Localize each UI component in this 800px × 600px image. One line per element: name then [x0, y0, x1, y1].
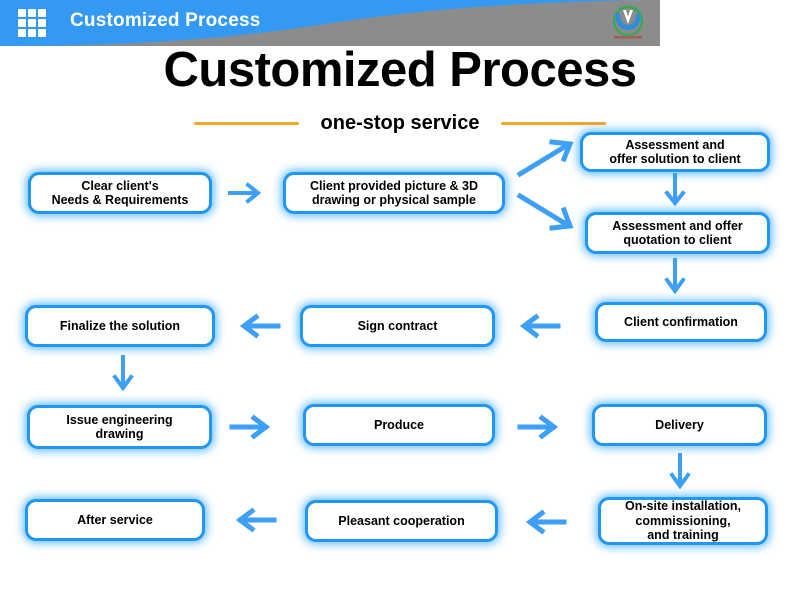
grid-cell [18, 19, 26, 27]
grid-cell [28, 9, 36, 17]
flow-box-produce[interactable]: Produce [303, 404, 495, 446]
company-logo-icon [605, 3, 651, 45]
arrow-left-sign-to-finalize [232, 312, 282, 340]
arrow-down-finalize-to-drawing [108, 355, 138, 399]
arrow-left-installation-to-cooperation [518, 508, 568, 536]
flow-box-after-service[interactable]: After service [25, 499, 205, 541]
arrow-diagonal-down-to-quotation [516, 190, 580, 232]
grid-menu-icon[interactable] [18, 9, 46, 37]
grid-cell [38, 29, 46, 37]
subtitle-row: one-stop service [0, 110, 800, 136]
flow-box-onsite-installation[interactable]: On-site installation,commissioning,and t… [598, 497, 768, 545]
arrow-left-confirmation-to-sign [512, 312, 562, 340]
flow-box-finalize-the-solution[interactable]: Finalize the solution [25, 305, 215, 347]
arrow-left-cooperation-to-after-service [228, 506, 278, 534]
header-title: Customized Process [70, 10, 261, 31]
arrow-right-needs-to-picture [228, 180, 270, 206]
arrow-right-produce-to-delivery [517, 413, 566, 441]
grid-cell [38, 19, 46, 27]
flow-box-pleasant-cooperation[interactable]: Pleasant cooperation [305, 500, 498, 542]
subtitle-rule-left [193, 121, 299, 125]
flow-box-client-confirmation[interactable]: Client confirmation [595, 302, 767, 342]
subtitle-rule-right [501, 121, 607, 125]
header-banner: Customized Process [0, 0, 660, 46]
grid-cell [38, 9, 46, 17]
grid-cell [28, 19, 36, 27]
header-blue-swoosh [0, 0, 645, 46]
flow-box-sign-contract[interactable]: Sign contract [300, 305, 495, 347]
grid-cell [18, 29, 26, 37]
arrow-diagonal-up-to-solution [516, 138, 580, 180]
arrow-down-solution-to-quotation [660, 173, 690, 213]
page-subtitle: one-stop service [320, 111, 480, 134]
grid-cell [28, 29, 36, 37]
grid-cell [18, 9, 26, 17]
arrow-right-drawing-to-produce [229, 413, 278, 441]
arrow-down-delivery-to-installation [665, 453, 695, 497]
arrow-down-quotation-to-confirmation [660, 258, 690, 302]
page-title: Customized Process [163, 43, 638, 97]
header-background [0, 0, 660, 46]
flow-box-delivery[interactable]: Delivery [592, 404, 767, 446]
